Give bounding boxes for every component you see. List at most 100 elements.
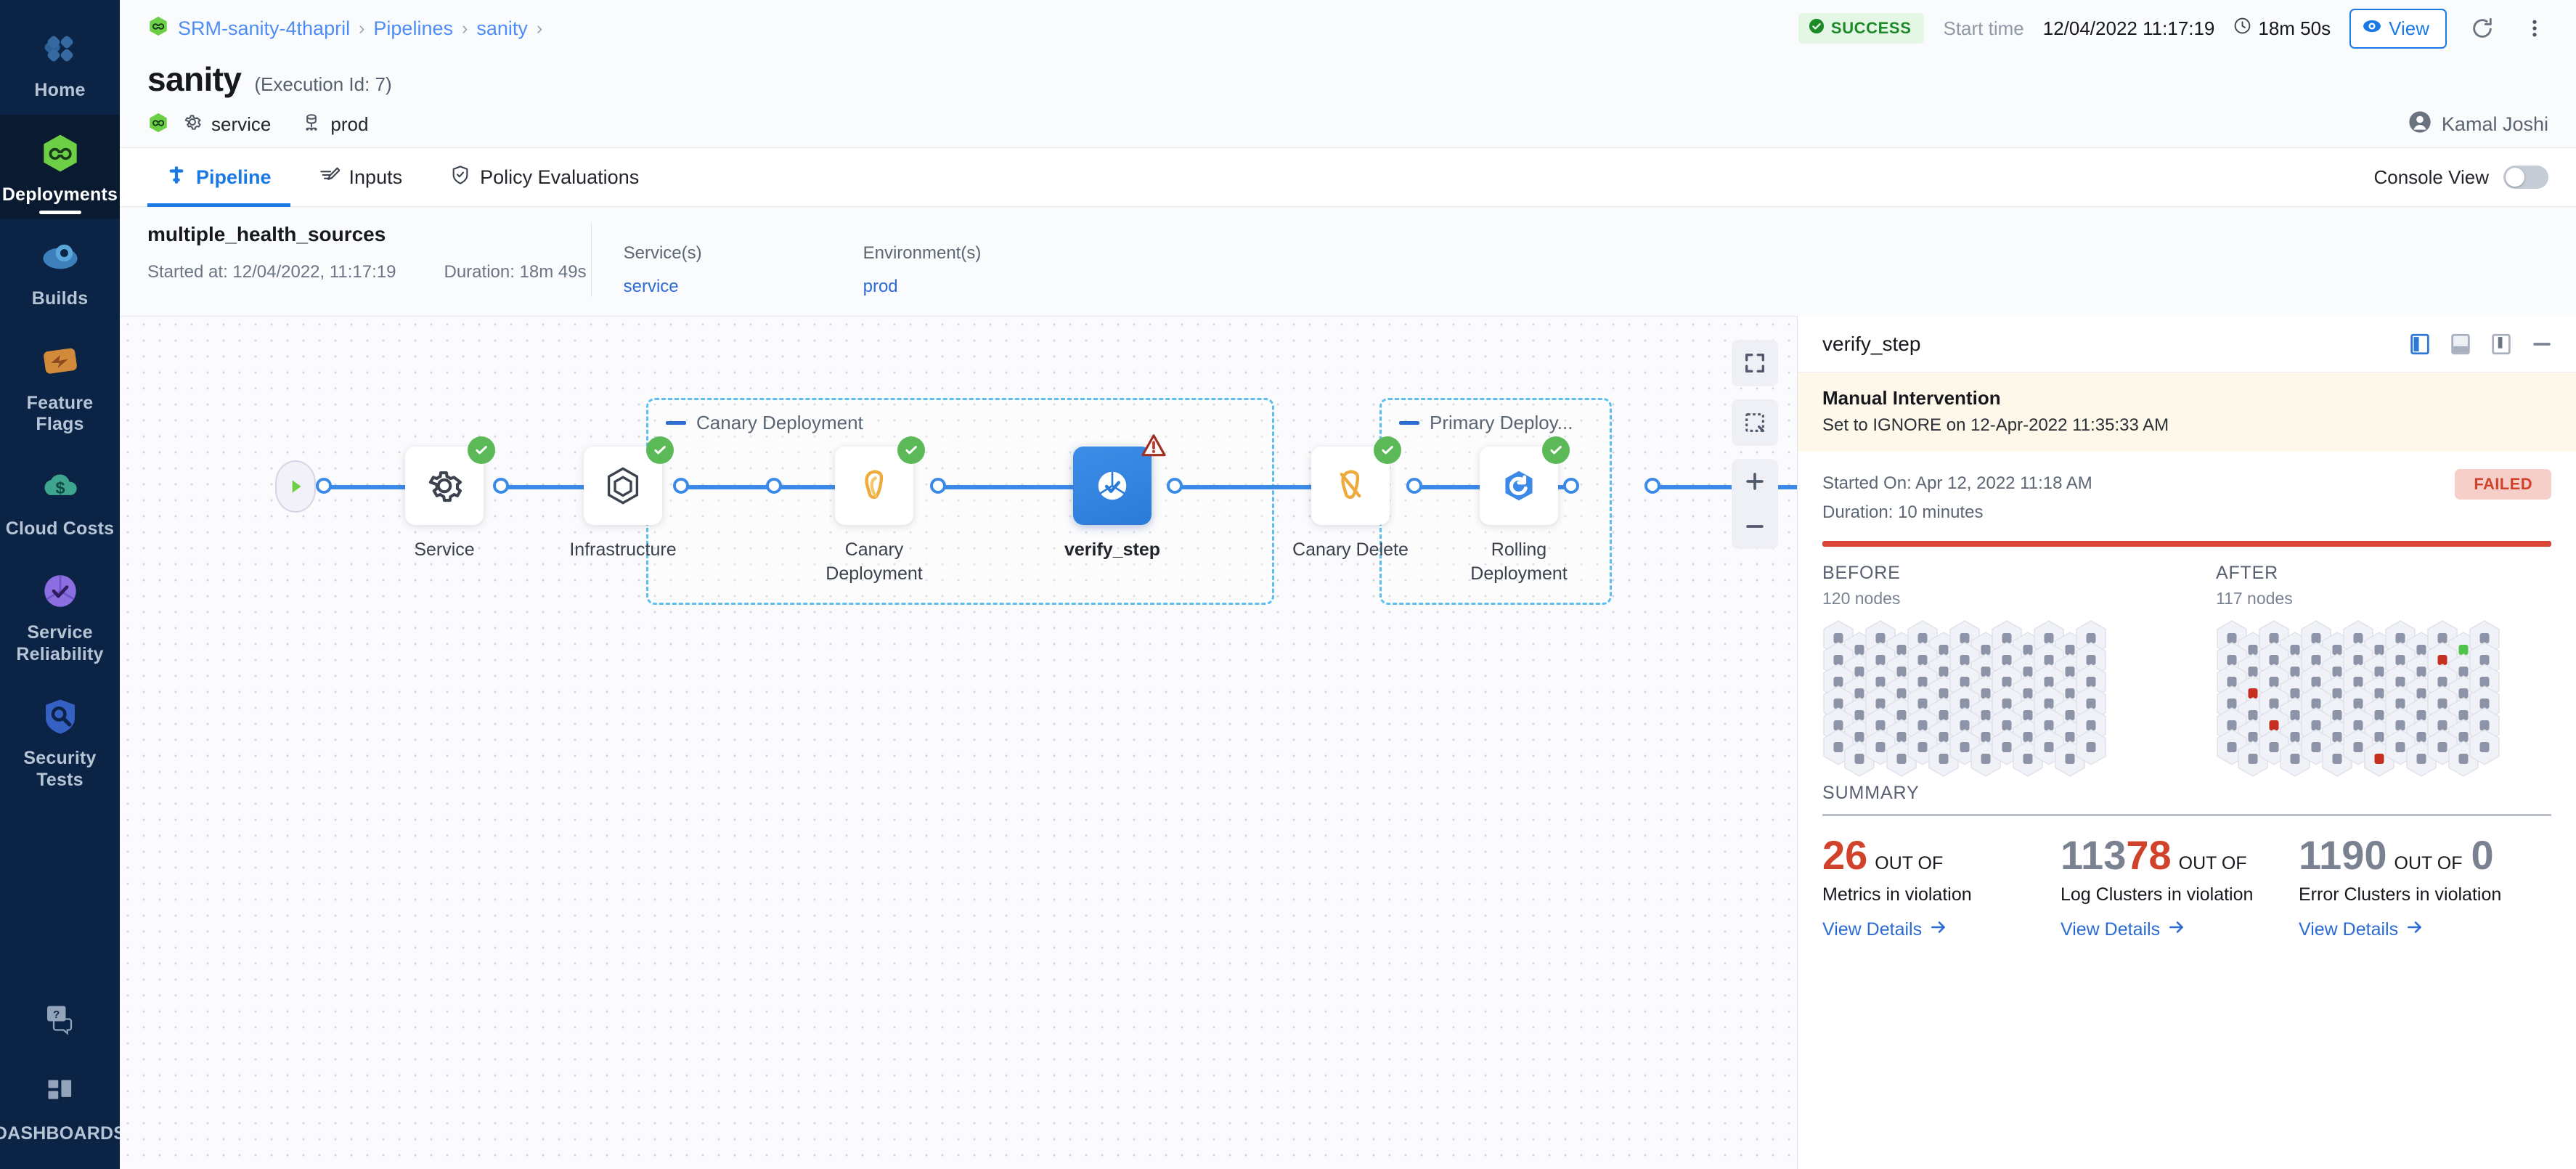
- breadcrumb-item-project[interactable]: SRM-sanity-4thapril: [178, 17, 351, 39]
- tab-policy-evaluations[interactable]: Policy Evaluations: [431, 147, 658, 207]
- sidebar-item-feature-flags[interactable]: Feature Flags: [0, 323, 120, 449]
- page-title: sanity: [147, 60, 242, 98]
- marquee-select-icon[interactable]: [1732, 399, 1778, 446]
- view-button[interactable]: View: [2349, 8, 2447, 49]
- breadcrumb-module-icon: [147, 15, 169, 42]
- view-details-link[interactable]: View Details: [2061, 918, 2186, 942]
- sidebar-item-deployments[interactable]: Deployments: [0, 114, 120, 219]
- group-label: Primary Deploy...: [1430, 412, 1573, 433]
- sidebar-item-label: Security Tests: [23, 748, 97, 790]
- hex-node[interactable]: [2321, 741, 2353, 777]
- node-box[interactable]: [584, 436, 674, 525]
- refresh-icon[interactable]: [2466, 12, 2499, 45]
- fit-screen-icon[interactable]: [1732, 340, 1778, 386]
- breadcrumb-item-pipeline[interactable]: sanity: [476, 17, 528, 39]
- node-rolling-deployment[interactable]: Rolling Deployment: [1450, 436, 1588, 585]
- environments-header: Environment(s): [863, 243, 982, 263]
- sidebar-item-help[interactable]: ?: [0, 979, 120, 1054]
- panel-bottom-icon[interactable]: [2448, 332, 2473, 357]
- node-verify-step[interactable]: verify_step: [1043, 434, 1181, 562]
- start-node[interactable]: [275, 460, 316, 513]
- sidebar-item-security-tests[interactable]: Security Tests: [0, 678, 120, 804]
- tab-label: Inputs: [349, 166, 403, 188]
- status-check-icon: [1542, 436, 1570, 464]
- panel-right-icon[interactable]: [2489, 332, 2514, 357]
- sidebar-item-builds[interactable]: Builds: [0, 219, 120, 323]
- console-view-control: Console View: [2373, 166, 2548, 189]
- pipeline-canvas[interactable]: Canary Deployment Primary Deploy...: [120, 316, 1797, 1169]
- panel-left-icon[interactable]: [2408, 332, 2432, 357]
- node-canary-deployment[interactable]: Canary Deployment: [805, 436, 943, 585]
- node-box[interactable]: [1480, 436, 1570, 525]
- node-infrastructure[interactable]: Infrastructure: [554, 436, 692, 562]
- connector-dot: [766, 478, 782, 494]
- stage-info-divider: [590, 223, 592, 297]
- node-box[interactable]: [835, 436, 925, 525]
- hex-node[interactable]: [2075, 729, 2107, 765]
- sidebar-item-cloud-costs[interactable]: $ Cloud Costs: [0, 449, 120, 553]
- stage-timings: Started at: 12/04/2022, 11:17:19 Duratio…: [147, 262, 587, 282]
- node-box[interactable]: [1073, 434, 1166, 525]
- minimize-icon[interactable]: [2530, 332, 2554, 357]
- view-details-link[interactable]: View Details: [1822, 918, 1948, 942]
- user-menu[interactable]: Kamal Joshi: [2408, 110, 2548, 139]
- breadcrumb-separator: ›: [359, 17, 365, 38]
- environments-value[interactable]: prod: [863, 277, 898, 296]
- sidebar-item-dashboards[interactable]: DASHBOARDS: [0, 1054, 126, 1169]
- top-bar: SRM-sanity-4thapril › Pipelines › sanity…: [120, 0, 2576, 57]
- sidebar-item-service-reliability[interactable]: Service Reliability: [0, 553, 120, 678]
- node-box[interactable]: [405, 436, 495, 525]
- status-badge-label: SUCCESS: [1830, 19, 1912, 37]
- console-view-toggle[interactable]: [2503, 166, 2548, 189]
- view-details-label: View Details: [2299, 918, 2399, 940]
- group-canary-deployment: Canary Deployment: [646, 398, 1274, 605]
- infrastructure-icon: [301, 112, 322, 137]
- before-header: BEFORE: [1822, 563, 1901, 584]
- banner-title: Manual Intervention: [1822, 387, 2001, 409]
- console-view-label: Console View: [2373, 166, 2489, 188]
- zoom-out-button[interactable]: [1732, 504, 1778, 549]
- sidebar-item-label: Cloud Costs: [5, 518, 115, 539]
- node-service[interactable]: Service: [375, 436, 513, 562]
- tab-inputs[interactable]: Inputs: [301, 147, 422, 207]
- edge-start-service: [322, 485, 416, 489]
- summary-divider: [1822, 814, 2551, 817]
- service-chip: service: [182, 112, 271, 137]
- node-canary-delete[interactable]: Canary Delete: [1281, 436, 1419, 562]
- sidebar-item-home[interactable]: Home: [0, 10, 120, 115]
- group-label: Canary Deployment: [696, 412, 863, 433]
- panel-title: verify_step: [1822, 332, 1921, 355]
- after-node-count: 117 nodes: [2216, 589, 2293, 608]
- stage-duration: Duration: 18m 49s: [444, 262, 587, 282]
- title-line: sanity (Execution Id: 7): [147, 60, 2548, 99]
- view-details-label: View Details: [2061, 918, 2161, 940]
- step-detail-panel: verify_step: [1797, 316, 2576, 1169]
- status-check-icon: [897, 436, 925, 464]
- services-value[interactable]: service: [623, 277, 679, 296]
- after-header: AFTER: [2216, 563, 2278, 584]
- zoom-in-button[interactable]: [1732, 459, 1778, 504]
- home-icon: [38, 26, 83, 71]
- collapse-dash-icon[interactable]: [1399, 421, 1419, 425]
- edge-service-infra: [499, 485, 595, 489]
- node-label: Infrastructure: [569, 539, 677, 560]
- more-vertical-icon[interactable]: [2518, 12, 2551, 45]
- inputs-icon: [319, 165, 340, 190]
- view-details-label: View Details: [1822, 918, 1923, 940]
- breadcrumb-item-pipelines[interactable]: Pipelines: [373, 17, 453, 39]
- status-badge: SUCCESS: [1798, 13, 1925, 44]
- node-box[interactable]: [1311, 436, 1401, 525]
- arrow-right-icon: [2405, 918, 2424, 942]
- hex-node[interactable]: [2469, 729, 2500, 765]
- view-details-link[interactable]: View Details: [2299, 918, 2424, 942]
- node-label: Canary Delete: [1292, 539, 1409, 560]
- collapse-dash-icon[interactable]: [666, 421, 686, 425]
- step-duration: Duration: 10 minutes: [1822, 502, 1984, 522]
- arrow-right-icon: [1929, 918, 1948, 942]
- tab-pipeline[interactable]: Pipeline: [147, 147, 290, 207]
- cloud-costs-icon: $: [38, 465, 83, 510]
